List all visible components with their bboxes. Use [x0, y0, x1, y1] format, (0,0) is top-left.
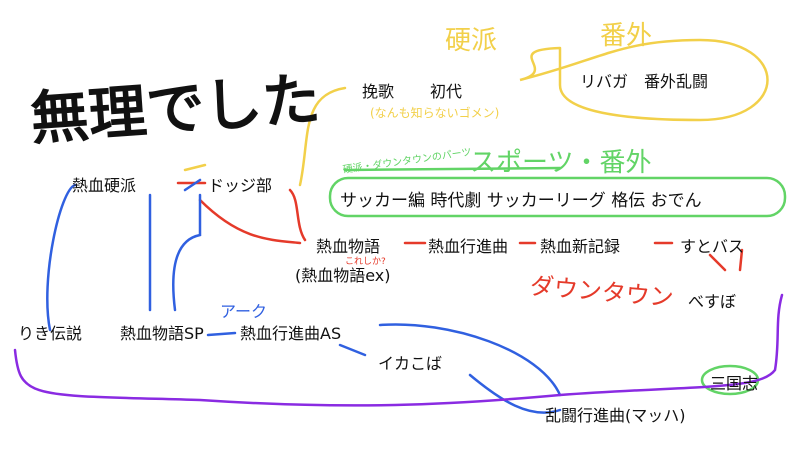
dodge-node: ドッジ部	[208, 176, 273, 195]
koushinkyoku-node: 熱血行進曲	[428, 237, 509, 256]
nekketsu-kouha-node: 熱血硬派	[72, 176, 137, 195]
blue-arrows	[46, 178, 562, 414]
monogatari-node: 熱血物語	[316, 237, 381, 256]
kouha-label: 硬派	[445, 26, 498, 56]
koreshika-note: これしか?	[345, 257, 386, 267]
ark-label: アーク	[220, 302, 268, 321]
besubo-node: べすぼ	[688, 292, 737, 311]
monogatari-ex-node: (熱血物語ex)	[295, 266, 391, 285]
sports-list: サッカー編 時代劇 サッカーリーグ 格伝 おでん	[340, 191, 702, 211]
yellow-arrow-to-banka	[298, 86, 347, 187]
banka-node: 挽歌	[362, 82, 395, 101]
yellow-arrow-dodge	[183, 163, 207, 172]
red-arrows	[176, 181, 744, 272]
shodai-node: 初代	[430, 82, 463, 101]
rantou-node: 乱闘行進曲(マッハ)	[545, 406, 686, 425]
sports-title: スポーツ・番外	[470, 148, 652, 178]
speech-bubble	[519, 38, 769, 122]
riki-node: りき伝説	[18, 324, 83, 343]
bangai-label: 番外	[600, 21, 653, 51]
ikakoba-node: イカこば	[378, 354, 443, 373]
sorry-note: (なんも知らないゴメン)	[370, 106, 500, 120]
sangokushi-node: 三国志	[710, 374, 759, 393]
as-node: 熱血行進曲AS	[240, 324, 342, 343]
sports-box-outline	[328, 176, 787, 218]
sp-node: 熱血物語SP	[120, 324, 204, 343]
sutobasu-node: すとバス	[680, 237, 745, 256]
green-underline	[343, 166, 562, 172]
bubble-text: リバガ 番外乱闘	[580, 72, 709, 91]
shinkiroku-node: 熱血新記録	[540, 237, 621, 256]
purple-border-line	[13, 293, 784, 407]
